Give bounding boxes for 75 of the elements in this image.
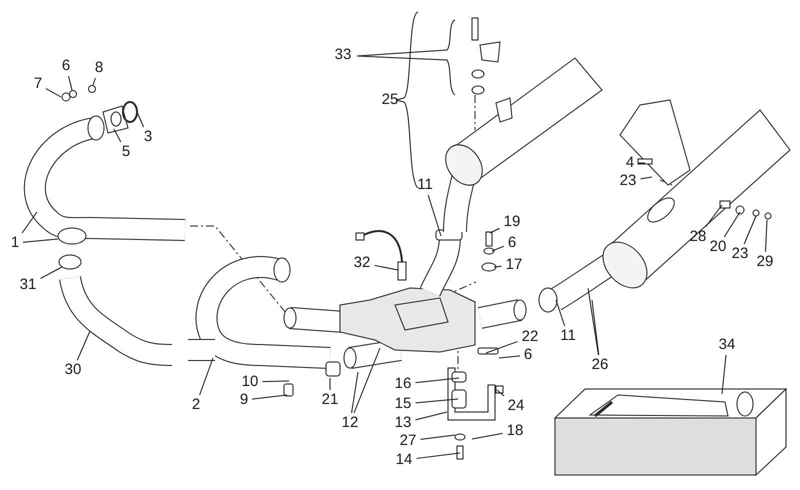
callout-number: 1 bbox=[10, 235, 20, 251]
callout-number: 26 bbox=[590, 357, 610, 373]
callout-number: 2 bbox=[190, 397, 202, 413]
callout-number: 20 bbox=[708, 239, 728, 255]
callout-number: 31 bbox=[18, 277, 38, 293]
leader-line bbox=[638, 162, 646, 164]
leader-line bbox=[354, 348, 380, 414]
callout-number: 21 bbox=[320, 392, 340, 408]
callout-number: 30 bbox=[64, 362, 82, 378]
leader-line bbox=[92, 78, 96, 86]
leader-line bbox=[494, 266, 502, 268]
leader-line bbox=[490, 228, 500, 234]
callout-number: 34 bbox=[718, 337, 736, 353]
callout-number: 6 bbox=[60, 58, 72, 74]
callout-number: 19 bbox=[502, 214, 522, 230]
callout-number: 12 bbox=[340, 415, 360, 431]
leader-line bbox=[68, 76, 72, 90]
callout-number: 23 bbox=[730, 246, 750, 262]
leader-line bbox=[705, 204, 722, 228]
leader-line bbox=[374, 264, 398, 270]
leader-line bbox=[498, 355, 520, 358]
leader-line bbox=[46, 88, 62, 98]
callout-number: 11 bbox=[416, 177, 434, 193]
leader-line bbox=[415, 412, 448, 420]
leader-line bbox=[252, 394, 288, 400]
callout-number: 8 bbox=[94, 60, 104, 76]
leader-line bbox=[22, 212, 38, 234]
leader-line bbox=[640, 176, 652, 180]
callout-number: 24 bbox=[506, 398, 526, 414]
leader-line bbox=[40, 266, 62, 279]
callout-number: 22 bbox=[520, 329, 540, 345]
callout-number: 29 bbox=[756, 254, 774, 270]
callout-number: 10 bbox=[240, 374, 260, 390]
callout-number: 17 bbox=[504, 257, 524, 273]
callout-number: 15 bbox=[394, 396, 412, 412]
leader-line bbox=[415, 378, 460, 384]
leader-line bbox=[416, 452, 460, 459]
leader-line bbox=[486, 341, 518, 354]
leader-line bbox=[76, 330, 90, 360]
leader-line bbox=[496, 390, 505, 396]
callout-number: 9 bbox=[238, 392, 250, 408]
leader-line bbox=[764, 220, 768, 252]
leader-line bbox=[492, 246, 504, 252]
callout-number: 11 bbox=[559, 328, 577, 344]
leader-line bbox=[114, 128, 122, 142]
leader-line bbox=[262, 380, 290, 382]
callout-number: 4 bbox=[624, 155, 636, 171]
callout-number: 13 bbox=[394, 415, 412, 431]
callout-number: 14 bbox=[394, 452, 414, 468]
leader-line bbox=[556, 300, 566, 326]
callout-number: 18 bbox=[506, 423, 524, 439]
leader-line bbox=[744, 216, 756, 244]
leader-line bbox=[588, 288, 599, 356]
callout-number: 23 bbox=[618, 173, 638, 189]
leader-line bbox=[136, 112, 144, 128]
leader-line bbox=[428, 194, 442, 236]
callout-number: 6 bbox=[506, 235, 518, 251]
leader-line bbox=[22, 238, 58, 243]
leader-line bbox=[472, 432, 503, 440]
leader-line bbox=[415, 398, 458, 404]
callout-number: 7 bbox=[32, 76, 44, 92]
leader-line bbox=[199, 358, 214, 396]
leader-line bbox=[592, 300, 600, 356]
callout-number: 6 bbox=[522, 347, 534, 363]
leader-line bbox=[420, 434, 456, 440]
leader-line bbox=[722, 354, 726, 394]
callout-number: 25 bbox=[380, 92, 400, 108]
callout-number: 27 bbox=[398, 433, 418, 449]
callout-number: 16 bbox=[394, 376, 412, 392]
leader-line bbox=[724, 212, 740, 238]
callout-number: 33 bbox=[334, 47, 352, 63]
callout-number: 3 bbox=[142, 129, 154, 145]
leader-line bbox=[351, 372, 358, 414]
callout-number: 32 bbox=[352, 255, 372, 271]
callout-number: 5 bbox=[120, 144, 132, 160]
